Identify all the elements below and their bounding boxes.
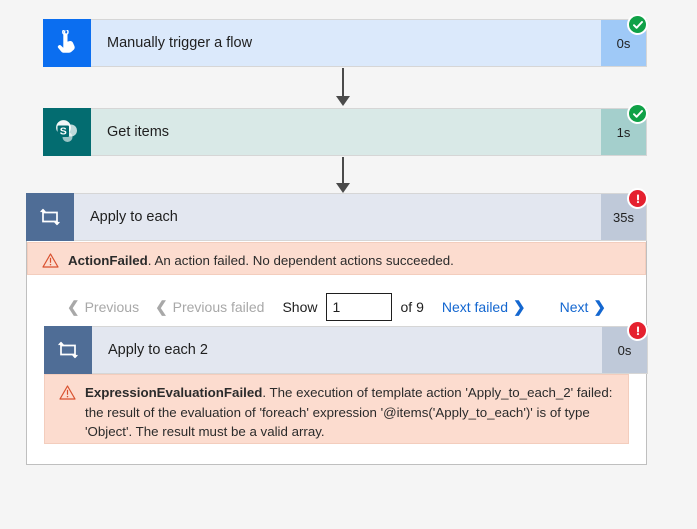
show-label: Show	[282, 299, 318, 315]
action-card-get-items[interactable]: S Get items 1s	[43, 108, 647, 156]
sharepoint-icon: S	[43, 108, 91, 156]
check-icon	[632, 20, 643, 29]
connector-arrow-1	[336, 68, 350, 106]
svg-text:S: S	[60, 125, 67, 137]
page-number-input[interactable]	[325, 293, 392, 321]
warning-triangle-icon	[59, 383, 81, 401]
status-badge-succeeded	[627, 103, 648, 124]
previous-button[interactable]: ❮ Previous	[59, 296, 147, 318]
chevron-right-icon: ❯	[593, 298, 606, 316]
status-badge-succeeded	[627, 14, 648, 35]
next-failed-button[interactable]: Next failed ❯	[434, 296, 534, 318]
exclamation-icon	[636, 325, 639, 335]
chevron-left-icon: ❮	[155, 298, 168, 316]
hand-tap-icon	[43, 19, 91, 67]
error-message: . An action failed. No dependent actions…	[147, 253, 454, 268]
warning-triangle-icon	[42, 251, 64, 269]
connector-arrowhead	[336, 183, 350, 193]
connector-arrowhead	[336, 96, 350, 106]
connector-line	[342, 68, 344, 97]
error-text: ActionFailed. An action failed. No depen…	[64, 251, 454, 271]
loop-icon	[26, 193, 74, 241]
status-badge-failed	[627, 188, 648, 209]
error-banner-action-failed: ActionFailed. An action failed. No depen…	[27, 242, 646, 275]
action-title: Apply to each	[74, 193, 601, 241]
error-text: ExpressionEvaluationFailed. The executio…	[81, 383, 616, 442]
error-banner-expression-evaluation-failed: ExpressionEvaluationFailed. The executio…	[44, 374, 629, 444]
error-message: . The execution of template action 'Appl…	[85, 385, 613, 439]
action-duration: 0s	[602, 326, 648, 374]
chevron-right-icon: ❯	[513, 298, 526, 316]
action-card-apply-to-each-2[interactable]: Apply to each 2 0s	[44, 326, 648, 374]
connector-arrow-2	[336, 157, 350, 193]
action-title: Manually trigger a flow	[91, 19, 601, 67]
of-total-label: of 9	[400, 299, 424, 315]
error-code: ExpressionEvaluationFailed	[85, 385, 263, 400]
action-card-apply-to-each[interactable]: Apply to each 35s	[26, 193, 647, 241]
exclamation-icon	[636, 193, 639, 203]
action-title: Get items	[91, 108, 601, 156]
connector-line	[342, 157, 344, 184]
next-button[interactable]: Next ❯	[552, 296, 614, 318]
status-badge-failed	[627, 320, 648, 341]
chevron-left-icon: ❮	[67, 298, 80, 316]
action-card-manually-trigger-a-flow[interactable]: Manually trigger a flow 0s	[43, 19, 647, 67]
next-failed-label: Next failed	[441, 299, 509, 315]
check-icon	[632, 109, 643, 118]
iteration-pager: ❮ Previous ❮ Previous failed Show of 9 N…	[27, 286, 646, 328]
previous-label: Previous	[84, 299, 140, 315]
next-label: Next	[559, 299, 589, 315]
previous-failed-label: Previous failed	[172, 299, 265, 315]
error-code: ActionFailed	[68, 253, 148, 268]
apply-to-each-container: Apply to each 35s ActionFailed. An actio…	[26, 193, 648, 465]
action-title: Apply to each 2	[92, 326, 602, 374]
loop-icon	[44, 326, 92, 374]
previous-failed-button[interactable]: ❮ Previous failed	[147, 296, 272, 318]
